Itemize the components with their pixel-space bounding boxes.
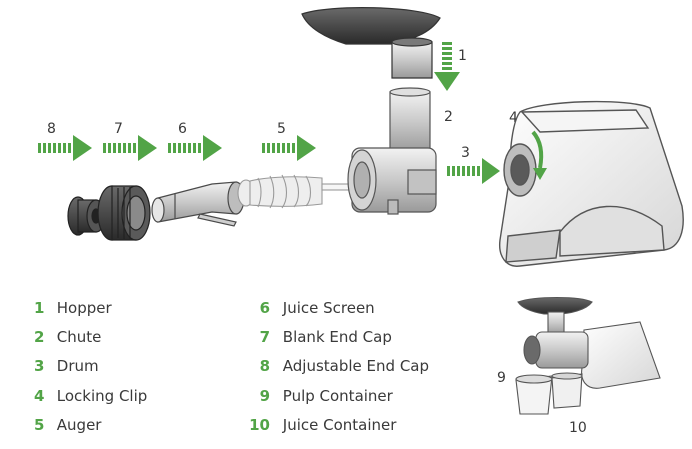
arrow-7 [103, 135, 157, 161]
legend-item-blank-end-cap: 7 Blank End Cap [244, 327, 392, 347]
callout-3: 3 [461, 145, 470, 161]
legend-number: 5 [34, 416, 45, 434]
legend-label: Juice Container [282, 416, 397, 434]
arrow-6 [168, 135, 222, 161]
legend-number: 4 [34, 387, 45, 405]
legend-number: 2 [34, 328, 45, 346]
legend-item-adjustable-end-cap: 8 Adjustable End Cap [244, 356, 429, 376]
legend-number: 1 [34, 299, 45, 317]
legend-label: Drum [56, 357, 99, 375]
legend-item-juice-screen: 6 Juice Screen [244, 298, 375, 318]
legend-number: 3 [34, 357, 45, 375]
callout-7: 7 [114, 121, 123, 137]
callout-10: 10 [569, 420, 587, 436]
legend-label: Blank End Cap [282, 328, 392, 346]
legend-label: Chute [56, 328, 102, 346]
arrow-8 [38, 135, 92, 161]
callout-8: 8 [47, 121, 56, 137]
callout-5: 5 [277, 121, 286, 137]
arrow-1 [434, 42, 460, 91]
legend-number: 10 [249, 416, 270, 434]
blank-end-cap-illustration [97, 185, 151, 241]
legend-number: 9 [259, 387, 270, 405]
arrow-5 [262, 135, 316, 161]
callout-6: 6 [178, 121, 187, 137]
legend-label: Hopper [56, 299, 112, 317]
callout-9: 9 [497, 370, 506, 386]
legend-label: Adjustable End Cap [282, 357, 430, 375]
callout-2: 2 [444, 109, 453, 125]
legend-item-chute: 2 Chute [34, 327, 101, 347]
legend-item-juice-container: 10 Juice Container [244, 415, 396, 435]
motor-base-illustration [499, 100, 684, 267]
legend-label: Juice Screen [282, 299, 375, 317]
legend-label: Pulp Container [282, 387, 393, 405]
chute-drum-illustration [347, 87, 437, 215]
legend-item-locking-clip: 4 Locking Clip [34, 386, 147, 406]
legend-number: 6 [259, 299, 270, 317]
legend-number: 7 [259, 328, 270, 346]
legend-item-hopper: 1 Hopper [34, 298, 112, 318]
callout-4: 4 [509, 110, 518, 126]
legend-item-auger: 5 Auger [34, 415, 101, 435]
legend-number: 8 [259, 357, 270, 375]
adjustable-end-cap-illustration [67, 196, 106, 236]
hopper-illustration [301, 7, 441, 79]
legend-label: Locking Clip [56, 387, 148, 405]
arrow-3 [447, 158, 500, 184]
legend-item-pulp-container: 9 Pulp Container [244, 386, 393, 406]
assembled-juicer-illustration [515, 297, 661, 415]
legend-item-drum: 3 Drum [34, 356, 99, 376]
legend-label: Auger [56, 416, 102, 434]
auger-illustration [237, 174, 353, 209]
callout-1: 1 [458, 48, 467, 64]
